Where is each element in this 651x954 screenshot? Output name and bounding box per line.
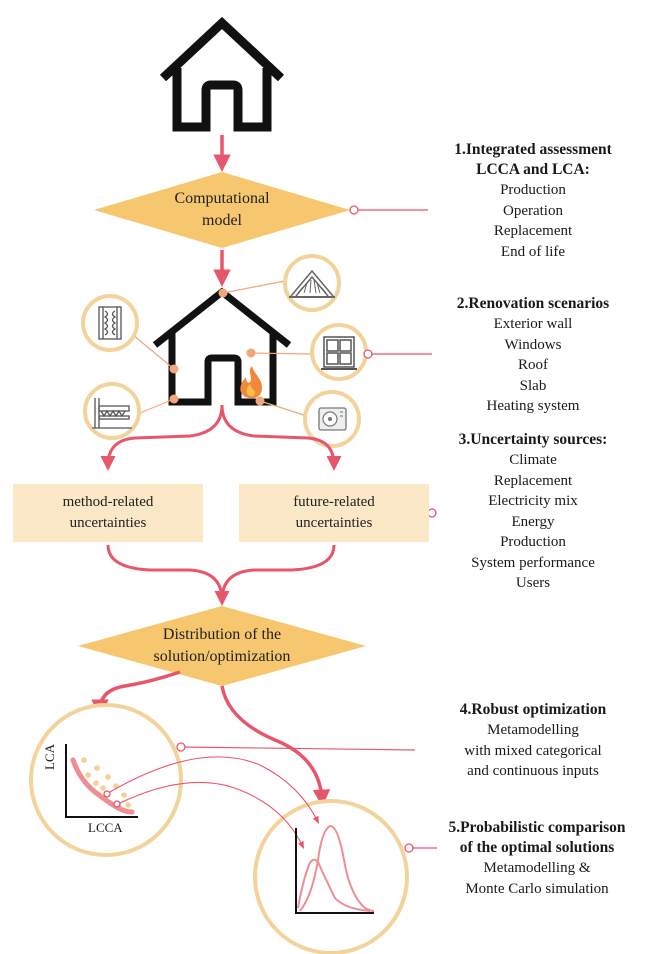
window-icon xyxy=(321,336,357,370)
roof-icon xyxy=(289,269,335,298)
merge-arrows xyxy=(106,544,336,606)
distribution-label: Distribution of the solution/optimizatio… xyxy=(153,626,291,665)
section-probabilistic-comparison: 5.Probabilistic comparison of the optima… xyxy=(448,819,626,897)
window-circle xyxy=(310,323,368,381)
computational-model-label: Computational model xyxy=(174,190,270,229)
diamond-to-charts-arrows xyxy=(91,670,331,807)
house-icon xyxy=(159,16,285,132)
future-related-box: future-related uncertainties xyxy=(239,484,429,542)
solution-links xyxy=(109,756,320,850)
connector-section-4 xyxy=(180,746,416,751)
section-uncertainty-sources: 3.Uncertainty sources: Climate Replaceme… xyxy=(458,431,608,591)
section-robust-optimization: 4.Robust optimization Metamodelling with… xyxy=(459,701,607,779)
pareto-front xyxy=(70,757,135,815)
computational-model-diamond xyxy=(94,172,350,248)
icon-leader-lines xyxy=(132,279,311,417)
pareto-dots xyxy=(81,757,131,810)
roof-circle xyxy=(283,254,341,312)
fire-icon xyxy=(240,366,262,399)
section-integrated-assessment: 1.Integrated assessment LCCA and LCA: Pr… xyxy=(454,141,612,260)
wall-insulation-icon xyxy=(98,306,122,340)
pareto-chart xyxy=(65,744,138,818)
distribution-chart-circle xyxy=(253,799,409,954)
method-related-box: method-related uncertainties xyxy=(13,484,203,542)
pareto-xlabel: LCCA xyxy=(88,820,123,835)
heat-pump-icon xyxy=(318,407,347,431)
section-renovation-scenarios: 2.Renovation scenarios Exterior wall Win… xyxy=(456,295,610,414)
split-arrows xyxy=(100,404,342,471)
pareto-ylabel: LCA xyxy=(42,744,57,770)
wall-circle xyxy=(81,294,139,352)
renovation-house-icon xyxy=(152,287,292,406)
distribution-chart xyxy=(295,824,375,914)
distribution-diamond xyxy=(78,606,366,686)
slab-icon xyxy=(92,398,132,429)
